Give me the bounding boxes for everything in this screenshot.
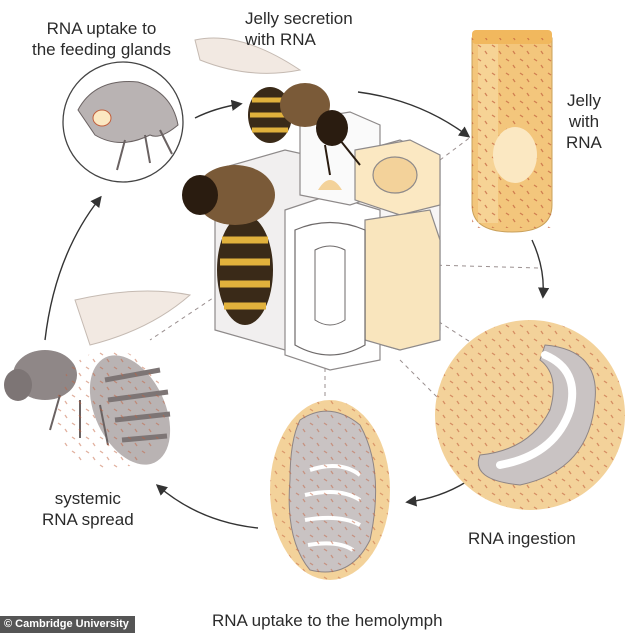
- nurse-bee-top: [194, 37, 361, 176]
- label-rna-uptake-hemolymph: RNA uptake to the hemolymph: [212, 611, 443, 630]
- label-jelly-with-rna: Jelly with RNA: [566, 91, 602, 152]
- arrow-jelly-to-larva: [531, 239, 550, 299]
- jelly-cell-tube: [471, 30, 553, 233]
- label-jelly-secretion: Jelly secretion with RNA: [245, 9, 353, 49]
- arrow-pupa-to-adult: [155, 484, 259, 529]
- arrow-larva-to-pupa: [405, 481, 467, 507]
- arrow-glands-to-secretion: [194, 99, 243, 119]
- label-rna-ingestion: RNA ingestion: [468, 529, 576, 548]
- adult-bee-grey: [4, 290, 192, 470]
- credit-badge: © Cambridge University: [0, 616, 135, 633]
- larva-circle: [435, 320, 625, 510]
- nurse-bee-front: [182, 165, 275, 325]
- cycle-arrows: [44, 91, 550, 529]
- label-rna-uptake-feeding-glands: RNA uptake to the feeding glands: [32, 19, 171, 59]
- arrow-adult-to-glands: [44, 195, 102, 341]
- pupa-circle: [270, 400, 390, 580]
- arrow-secretion-to-jelly: [357, 91, 471, 138]
- feeding-glands-circle: [62, 61, 184, 183]
- label-systemic-spread: systemic RNA spread: [42, 489, 134, 529]
